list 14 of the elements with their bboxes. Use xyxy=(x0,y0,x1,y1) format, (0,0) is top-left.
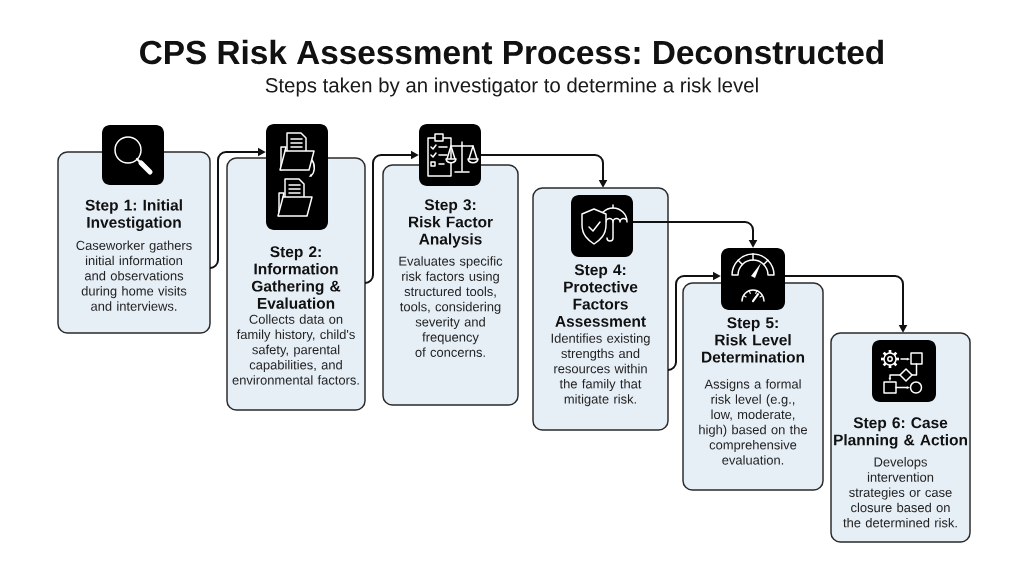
step-title: Step 6: Case Planning & Action xyxy=(834,417,967,449)
step-title: Step 2: Information Gathering & Evaluation xyxy=(251,246,341,309)
step-description: Caseworker gathers initial information and observations during home visits and interviews. xyxy=(76,240,192,311)
step-description: Develops intervention strategies or case closure based on the determined risk. xyxy=(843,457,957,528)
step-title: Step 4: Protective Factors Assessment xyxy=(555,264,646,327)
step-description: Evaluates specific risk factors using structured tools, tools, considering severity and frequency of concerns. xyxy=(399,256,503,357)
subtitle: Steps taken by an investigator to determine a risk level xyxy=(265,77,758,97)
step-description: Identifies existing strengths and resources within the family that mitigate risk. xyxy=(551,333,650,407)
step-title: Step 3: Risk Factor Analysis xyxy=(409,199,493,248)
step-description: Collects data on family history, child's safety, parental capabilities, and environmental factors. xyxy=(232,314,359,385)
step-title: Step 1: Initial Investigation xyxy=(85,199,182,231)
step-title: Step 5: Risk Level Determination xyxy=(702,317,805,363)
title: CPS Risk Assessment Process: Deconstructed xyxy=(140,39,883,65)
step-description: Assigns a formal risk level (e.g., low, moderate, high) based on the comprehensive evaluation. xyxy=(699,379,808,465)
